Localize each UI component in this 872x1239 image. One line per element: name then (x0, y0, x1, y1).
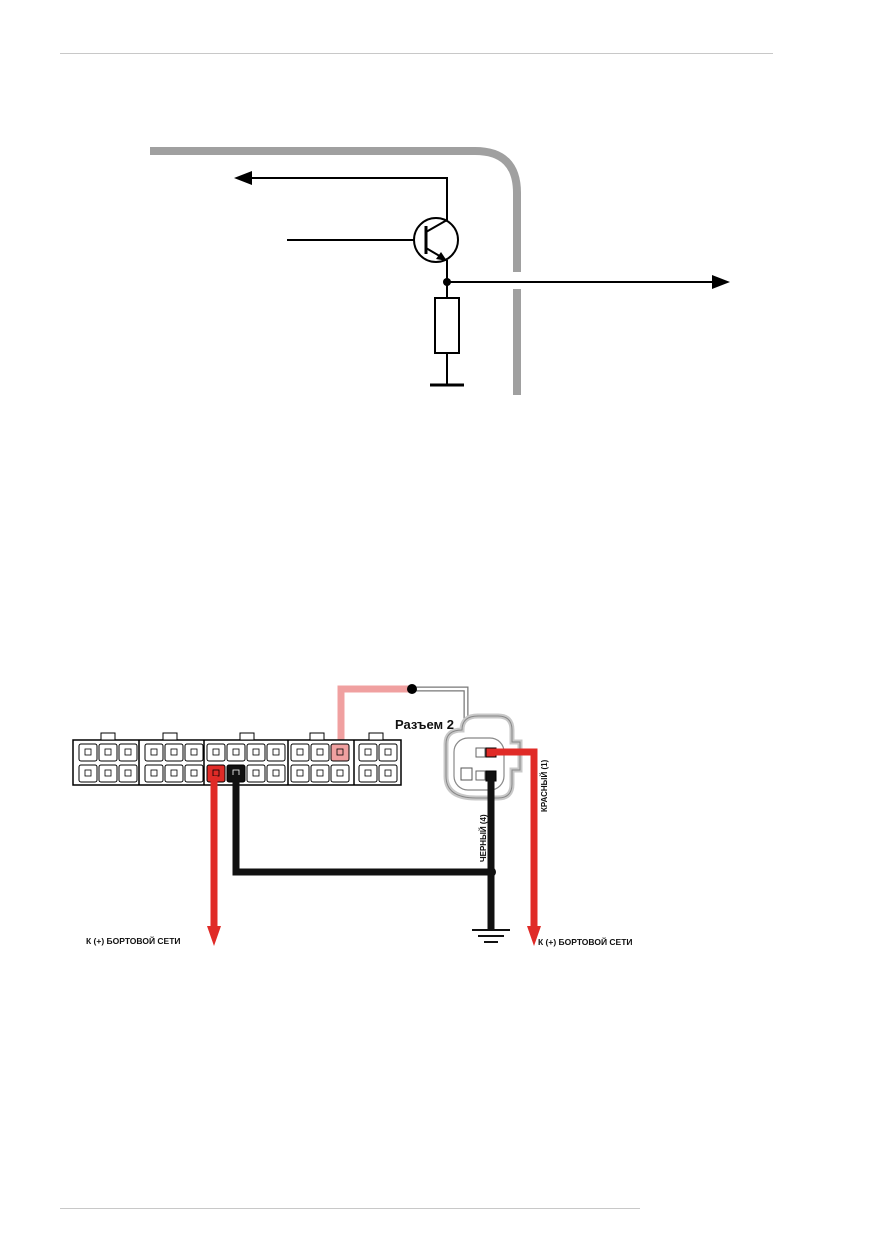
connector-pin-contact (384, 769, 392, 777)
connector-pin-contact (364, 748, 372, 756)
connector-pin-contact (232, 748, 240, 756)
connector-pin-contact (212, 769, 220, 777)
red-arrow-right (527, 926, 541, 946)
right-power-label: К (+) БОРТОВОЙ СЕТИ (538, 936, 633, 947)
connector-pin-contact (170, 748, 178, 756)
connector-pin-contact (170, 769, 178, 777)
connector-pin-contact (84, 748, 92, 756)
connector-pin-contact (272, 748, 280, 756)
connector-pin-contact (364, 769, 372, 777)
connector-pin-contact (190, 748, 198, 756)
connector-pin-contact (272, 769, 280, 777)
red-wire-right (491, 748, 538, 928)
connector-pin-contact (104, 748, 112, 756)
bottom-rule (60, 1208, 640, 1209)
connector-pin-contact (336, 769, 344, 777)
connector-pin-contact (84, 769, 92, 777)
connector-pin-contact (124, 769, 132, 777)
connector-pin-contact (252, 748, 260, 756)
connector-pin-contact (124, 748, 132, 756)
red-wire-label: КРАСНЫЙ (1) (540, 759, 549, 812)
wire-junction (407, 684, 417, 694)
transistor-collector (425, 219, 448, 233)
connector-pin-contact (384, 748, 392, 756)
right-arrow-head (712, 275, 730, 289)
main-connector-pins (78, 743, 398, 783)
emitter-arrow (436, 252, 447, 261)
ground-icon (472, 929, 510, 943)
connector-pin-contact (316, 769, 324, 777)
left-power-label: К (+) БОРТОВОЙ СЕТИ (86, 935, 181, 946)
connector-pin-contact (336, 748, 344, 756)
connector-pin-contact (212, 748, 220, 756)
resistor-symbol (434, 297, 460, 354)
connector-pin-contact (150, 748, 158, 756)
black-wire-main (232, 775, 491, 876)
black-wire-label: ЧЕРНЫЙ (4) (479, 814, 488, 862)
connector-2-title: Разъем 2 (395, 717, 454, 732)
connector-2 (443, 713, 523, 801)
housing-outline (150, 147, 521, 395)
top-rule (60, 53, 773, 54)
connector-pin-contact (104, 769, 112, 777)
collector-wire (250, 177, 448, 222)
connector-pin-contact (296, 748, 304, 756)
connector-pin-contact (296, 769, 304, 777)
left-arrow-head (234, 171, 252, 185)
connector-pin-contact (190, 769, 198, 777)
connector-pin-contact (252, 769, 260, 777)
pink-wire (337, 685, 412, 752)
connector-pin-contact (316, 748, 324, 756)
red-arrow-left (207, 926, 221, 946)
connector-pin-contact (150, 769, 158, 777)
